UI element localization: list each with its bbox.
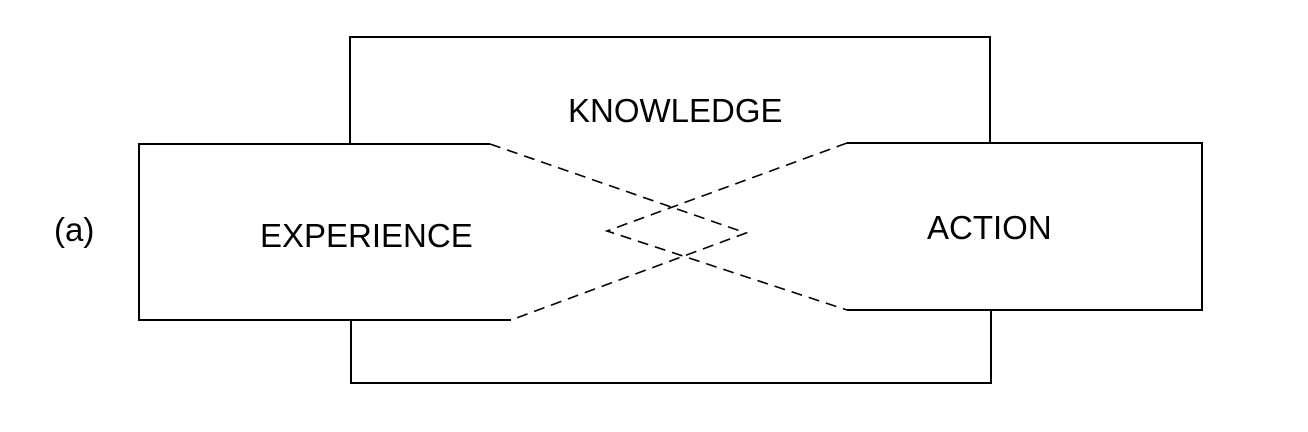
- experience-shape: [138, 143, 511, 321]
- action-dashed-extension: [604, 142, 848, 311]
- experience-label: EXPERIENCE: [260, 217, 473, 254]
- knowledge-box-bottom: [350, 311, 992, 384]
- action-shape: [847, 142, 1203, 311]
- knowledge-label: KNOWLEDGE: [568, 92, 783, 129]
- action-label: ACTION: [927, 209, 1052, 246]
- figure-label: (a): [54, 211, 94, 248]
- knowledge-box-top: [349, 36, 991, 143]
- experience-dashed-extension: [489, 143, 749, 321]
